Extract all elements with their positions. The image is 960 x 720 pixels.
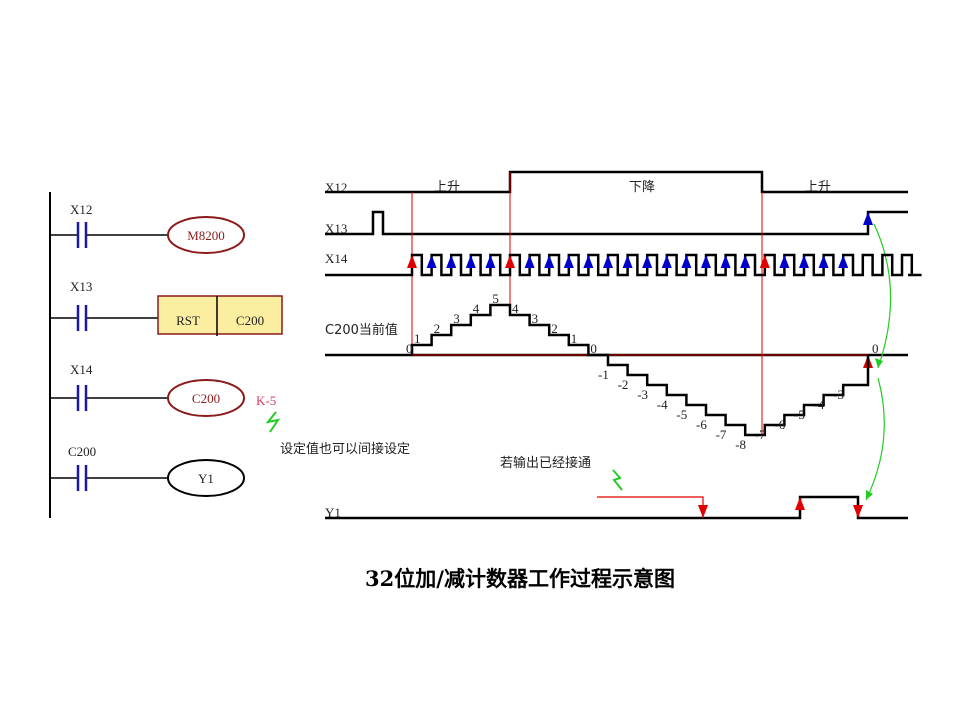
signal-label-x13: X13 xyxy=(325,221,347,236)
count-value-label: -4 xyxy=(657,397,668,412)
count-value-label: 4 xyxy=(512,301,519,316)
blue-arrow-up-icon xyxy=(642,255,653,268)
setting-value: K-5 xyxy=(256,393,276,408)
green-arrow xyxy=(873,223,892,369)
arrow-icon xyxy=(866,490,873,500)
green-arrow xyxy=(865,377,885,501)
count-value-label: -2 xyxy=(618,377,629,392)
blue-arrow-up-icon xyxy=(681,255,692,268)
blue-arrow-up-icon xyxy=(603,255,613,268)
rung-1: X12 M8200 xyxy=(50,202,245,254)
contact-label: X13 xyxy=(70,279,92,294)
count-value-label: -3 xyxy=(637,387,648,402)
contact-label: X14 xyxy=(70,362,93,377)
diagram-stroke xyxy=(77,465,87,491)
y1-waveform xyxy=(325,495,908,520)
coil-label: C200 xyxy=(192,391,220,406)
coil-label: M8200 xyxy=(187,228,225,243)
blue-arrow-up-icon xyxy=(818,255,829,268)
blue-arrow-up-icon xyxy=(838,255,849,268)
count-value-label: 0 xyxy=(406,341,413,356)
coil-icon xyxy=(167,216,245,254)
red-arrow-up-icon xyxy=(407,255,417,268)
count-value-label: -6 xyxy=(696,417,707,432)
count-value-label: 1 xyxy=(571,331,578,346)
count-value-label: -3 xyxy=(833,387,844,402)
blue-arrow-up-icon xyxy=(622,255,633,268)
blue-arrow-up-icon xyxy=(465,255,476,268)
lightning-icon xyxy=(265,411,281,433)
count-value-label: -6 xyxy=(774,417,785,432)
arrow-up-icon xyxy=(863,212,873,225)
operand-label: C200 xyxy=(236,313,264,328)
red-arrow-up-icon xyxy=(505,255,515,268)
blue-arrow-up-icon xyxy=(524,255,535,268)
count-value-label: 2 xyxy=(551,321,558,336)
count-value-label: 0 xyxy=(872,341,879,356)
signal-label-y1: Y1 xyxy=(325,505,341,520)
rung-3: X14 C200 K-5 xyxy=(50,362,276,417)
contact-label: C200 xyxy=(68,444,96,459)
count-value-label: 0 xyxy=(590,341,597,356)
count-value-label: 3 xyxy=(453,311,460,326)
contact-label: X12 xyxy=(70,202,92,217)
blue-arrow-up-icon xyxy=(544,255,555,268)
signal-label-c200: C200当前值 xyxy=(325,322,398,338)
blue-arrow-up-icon xyxy=(661,255,672,268)
diagram-stroke xyxy=(77,385,87,411)
diagram-title: 32位加/减计数器工作过程示意图 xyxy=(365,566,675,591)
blue-arrow-up-icon xyxy=(740,255,751,268)
count-value-label: -8 xyxy=(735,437,746,452)
blue-arrow-up-icon xyxy=(701,255,711,268)
count-value-label: 5 xyxy=(492,291,499,306)
rung-2: X13 RST C200 xyxy=(50,279,283,336)
blue-arrow-up-icon xyxy=(485,255,496,268)
blue-arrow-up-icon xyxy=(720,255,731,268)
coil-label: Y1 xyxy=(198,471,214,486)
timing-diagram: X12 X13 X14 C200当前值 Y1 上升 下降 上升 若输出已经接通 … xyxy=(325,170,922,520)
coil-icon xyxy=(167,459,245,497)
contact-gap xyxy=(77,222,87,248)
blue-arrow-up-icon xyxy=(779,255,790,268)
coil-icon xyxy=(167,379,245,417)
arrow-down-icon xyxy=(853,505,863,518)
diagram-stroke xyxy=(77,305,87,331)
setting-note: 设定值也可以间接设定 xyxy=(280,441,410,457)
red-arrow-up-icon xyxy=(759,255,770,268)
count-value-label: -4 xyxy=(814,397,825,412)
arrow-down-icon xyxy=(698,505,708,518)
x12-waveform xyxy=(325,170,908,194)
lightning-icon xyxy=(612,469,623,491)
blue-arrow-up-icon xyxy=(799,255,809,268)
mode-label-down: 下降 xyxy=(629,180,655,195)
instruction-label: RST xyxy=(176,313,200,328)
c200-staircase xyxy=(410,303,870,437)
count-value-label: -5 xyxy=(676,407,687,422)
output-marker-line xyxy=(597,496,704,518)
blue-arrow-up-icon xyxy=(426,255,437,268)
rst-instruction-box xyxy=(157,295,283,335)
count-value-label: -7 xyxy=(755,427,766,442)
blue-arrow-up-icon xyxy=(446,255,457,268)
count-value-label: 1 xyxy=(414,331,421,346)
arrow-up-icon xyxy=(795,497,805,510)
ladder-diagram: X12 M8200 X13 RST C200 X14 C200 K-5 xyxy=(49,192,410,518)
count-value-label: 3 xyxy=(532,311,539,326)
arrow-icon xyxy=(875,358,883,368)
count-value-label: -1 xyxy=(598,367,609,382)
count-value-label: -5 xyxy=(794,407,805,422)
count-value-label: -7 xyxy=(716,427,727,442)
rung-4: C200 Y1 xyxy=(50,444,245,497)
signal-label-x14: X14 xyxy=(325,251,348,266)
count-value-label: 2 xyxy=(434,321,441,336)
count-value-label: 4 xyxy=(473,301,480,316)
output-note: 若输出已经接通 xyxy=(500,455,591,471)
blue-arrow-up-icon xyxy=(563,255,574,268)
blue-arrow-up-icon xyxy=(583,255,594,268)
